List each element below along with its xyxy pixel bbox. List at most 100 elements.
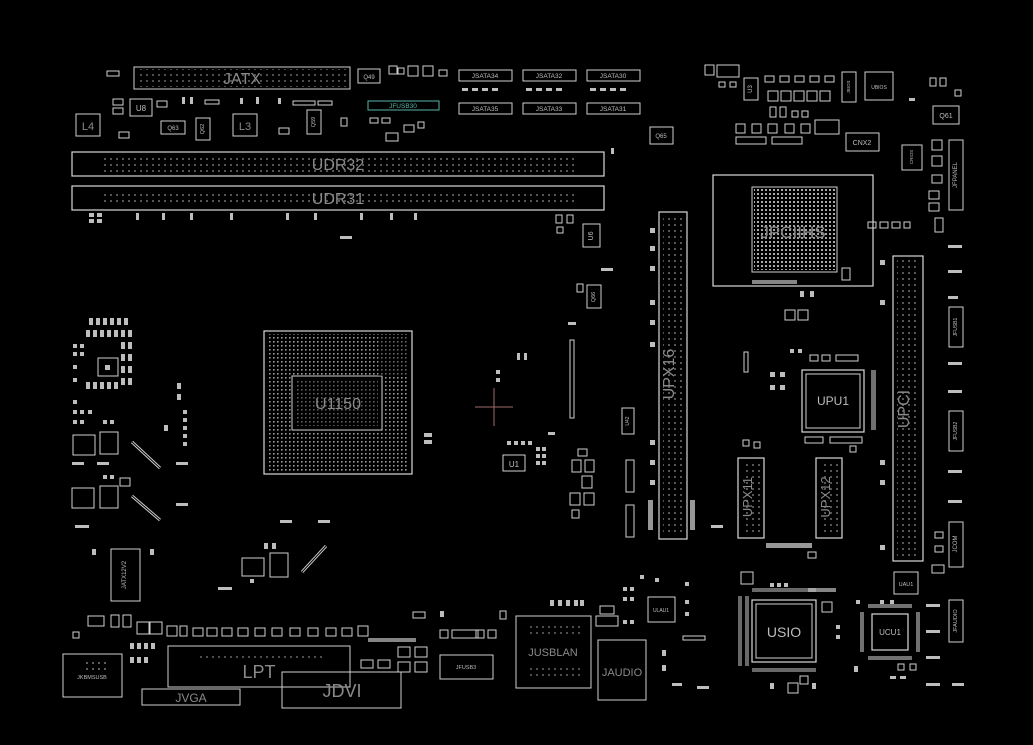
q59-part: Q59 xyxy=(306,109,322,135)
q61-part: Q61 xyxy=(932,105,960,125)
svg-text:JFUSB1: JFUSB1 xyxy=(953,317,959,336)
svg-text:JFUSB30: JFUSB30 xyxy=(389,103,417,110)
upx16-slot: UPX16 xyxy=(658,211,688,540)
jsata30-label: JSATA30 xyxy=(600,73,627,80)
svg-text:L4: L4 xyxy=(82,121,94,133)
jfusb3-connector: JFUSB3 xyxy=(439,654,494,680)
ubios-chip: UBIOS xyxy=(864,71,894,101)
svg-text:UPX16: UPX16 xyxy=(661,349,678,400)
svg-text:JVGA: JVGA xyxy=(175,691,206,705)
svg-text:UAU1: UAU1 xyxy=(899,582,914,588)
jfpanel-connector: JFPANEL xyxy=(948,139,964,211)
jvga-connector: JVGA xyxy=(141,688,241,706)
svg-text:JDVI: JDVI xyxy=(322,681,361,701)
cnx2-part: CNX2 xyxy=(845,132,880,152)
jcom-connector: JCOM xyxy=(948,521,964,568)
ulau1-chip: ULAU1 xyxy=(647,596,676,623)
cpu-socket: U1150 xyxy=(263,330,413,475)
svg-text:UPX12: UPX12 xyxy=(818,476,833,517)
jdvi-connector: JDVI xyxy=(281,671,402,709)
jfaudio-connector: JFAUDIO xyxy=(948,599,964,643)
q63-part: Q63 xyxy=(160,120,186,135)
svg-text:JPCIIHS: JPCIIHS xyxy=(760,223,825,242)
svg-text:Q59: Q59 xyxy=(311,117,317,127)
jbios-connector: JBIOS xyxy=(841,71,857,103)
jsata32-label: JSATA32 xyxy=(536,73,563,80)
l4-inductor: L4 xyxy=(75,113,101,137)
l3-inductor: L3 xyxy=(232,113,258,137)
jsata34-label: JSATA34 xyxy=(472,73,499,80)
q49-part: Q49 xyxy=(357,68,381,84)
svg-text:Q63: Q63 xyxy=(167,126,179,132)
svg-text:LPT: LPT xyxy=(242,662,275,682)
jkbmsusb-connector: JKBMSUSB xyxy=(62,653,123,698)
svg-text:U42: U42 xyxy=(625,416,631,425)
svg-text:JUSBLAN: JUSBLAN xyxy=(528,647,578,659)
svg-text:U1: U1 xyxy=(509,460,520,469)
svg-text:CRIOS: CRIOS xyxy=(909,150,914,164)
svg-text:U6: U6 xyxy=(588,231,595,240)
jatx12v2-connector: JATX12V2 xyxy=(110,548,141,602)
svg-text:UCU1: UCU1 xyxy=(879,628,901,637)
svg-text:JFPANEL: JFPANEL xyxy=(953,161,959,188)
svg-text:ULAU1: ULAU1 xyxy=(653,608,669,614)
u42-chip: U42 xyxy=(621,407,635,435)
svg-text:L3: L3 xyxy=(239,121,251,133)
upx12-slot: UPX12 xyxy=(815,457,843,539)
svg-text:JKBMSUSB: JKBMSUSB xyxy=(77,675,107,681)
svg-text:CNX2: CNX2 xyxy=(853,140,872,147)
svg-text:JFUSB2: JFUSB2 xyxy=(953,421,959,440)
pch-chip: JPCIIHS xyxy=(712,174,874,287)
upx11-slot: UPX11 xyxy=(737,457,765,539)
svg-text:U3: U3 xyxy=(748,85,754,93)
svg-text:USIO: USIO xyxy=(767,624,801,640)
svg-text:UPU1: UPU1 xyxy=(817,394,849,408)
jusblan-connector: JUSBLAN xyxy=(515,615,592,689)
jfusb30-connector: JFUSB30 xyxy=(367,100,440,111)
q66-part: Q66 xyxy=(586,284,602,309)
svg-text:Q49: Q49 xyxy=(363,75,375,81)
u1-chip: U1 xyxy=(502,454,526,472)
udr31-dimm: UDR31 xyxy=(71,185,605,211)
svg-text:Q61: Q61 xyxy=(939,113,952,120)
jaudio-connector: JAUDIO xyxy=(597,639,647,701)
svg-text:Q62: Q62 xyxy=(200,124,206,134)
usio-chip: USIO xyxy=(751,599,817,663)
u3-chip: U3 xyxy=(743,77,759,101)
svg-text:JFUSB3: JFUSB3 xyxy=(456,665,476,671)
svg-text:UBIOS: UBIOS xyxy=(871,85,887,91)
svg-text:UPCI: UPCI xyxy=(896,390,913,428)
svg-text:UDR32: UDR32 xyxy=(312,157,365,174)
svg-text:JCOM: JCOM xyxy=(953,536,959,553)
jfusb1-connector: JFUSB1 xyxy=(948,306,964,348)
upci-slot: UPCI xyxy=(892,255,924,562)
upu1-chip: UPU1 xyxy=(801,369,865,433)
ucu1-chip: UCU1 xyxy=(871,613,909,651)
q62-part: Q62 xyxy=(195,117,211,141)
jsata31-label: JSATA31 xyxy=(600,106,627,113)
svg-text:UDR31: UDR31 xyxy=(312,191,365,208)
uau1-chip: UAU1 xyxy=(893,571,919,595)
svg-text:Q66: Q66 xyxy=(591,292,597,302)
svg-text:U1150: U1150 xyxy=(315,396,361,413)
u8-chip: U8 xyxy=(129,98,153,117)
svg-text:JBIOS: JBIOS xyxy=(846,80,851,93)
crios-part: CRIOS xyxy=(901,144,923,171)
jfusb2-connector: JFUSB2 xyxy=(948,410,964,452)
svg-text:JAUDIO: JAUDIO xyxy=(602,667,643,679)
udr32-dimm: UDR32 xyxy=(71,151,605,177)
svg-text:UPX11: UPX11 xyxy=(740,477,755,517)
jsata33-label: JSATA33 xyxy=(536,106,563,113)
lpt-connector: LPT xyxy=(167,645,351,688)
cpu-crosshair xyxy=(475,388,513,426)
q65-part: Q65 xyxy=(649,126,674,145)
jatx-connector: JATX xyxy=(133,66,351,90)
jsata35-label: JSATA35 xyxy=(472,106,499,113)
svg-text:U8: U8 xyxy=(136,104,147,113)
jsata-group: JSATA34 JSATA32 JSATA30 JSATA35 JSATA33 … xyxy=(458,69,641,115)
svg-text:JATX12V2: JATX12V2 xyxy=(122,560,128,589)
jatx-label: JATX xyxy=(223,71,261,88)
u6-chip: U6 xyxy=(582,223,601,248)
svg-text:JFAUDIO: JFAUDIO xyxy=(953,609,959,633)
